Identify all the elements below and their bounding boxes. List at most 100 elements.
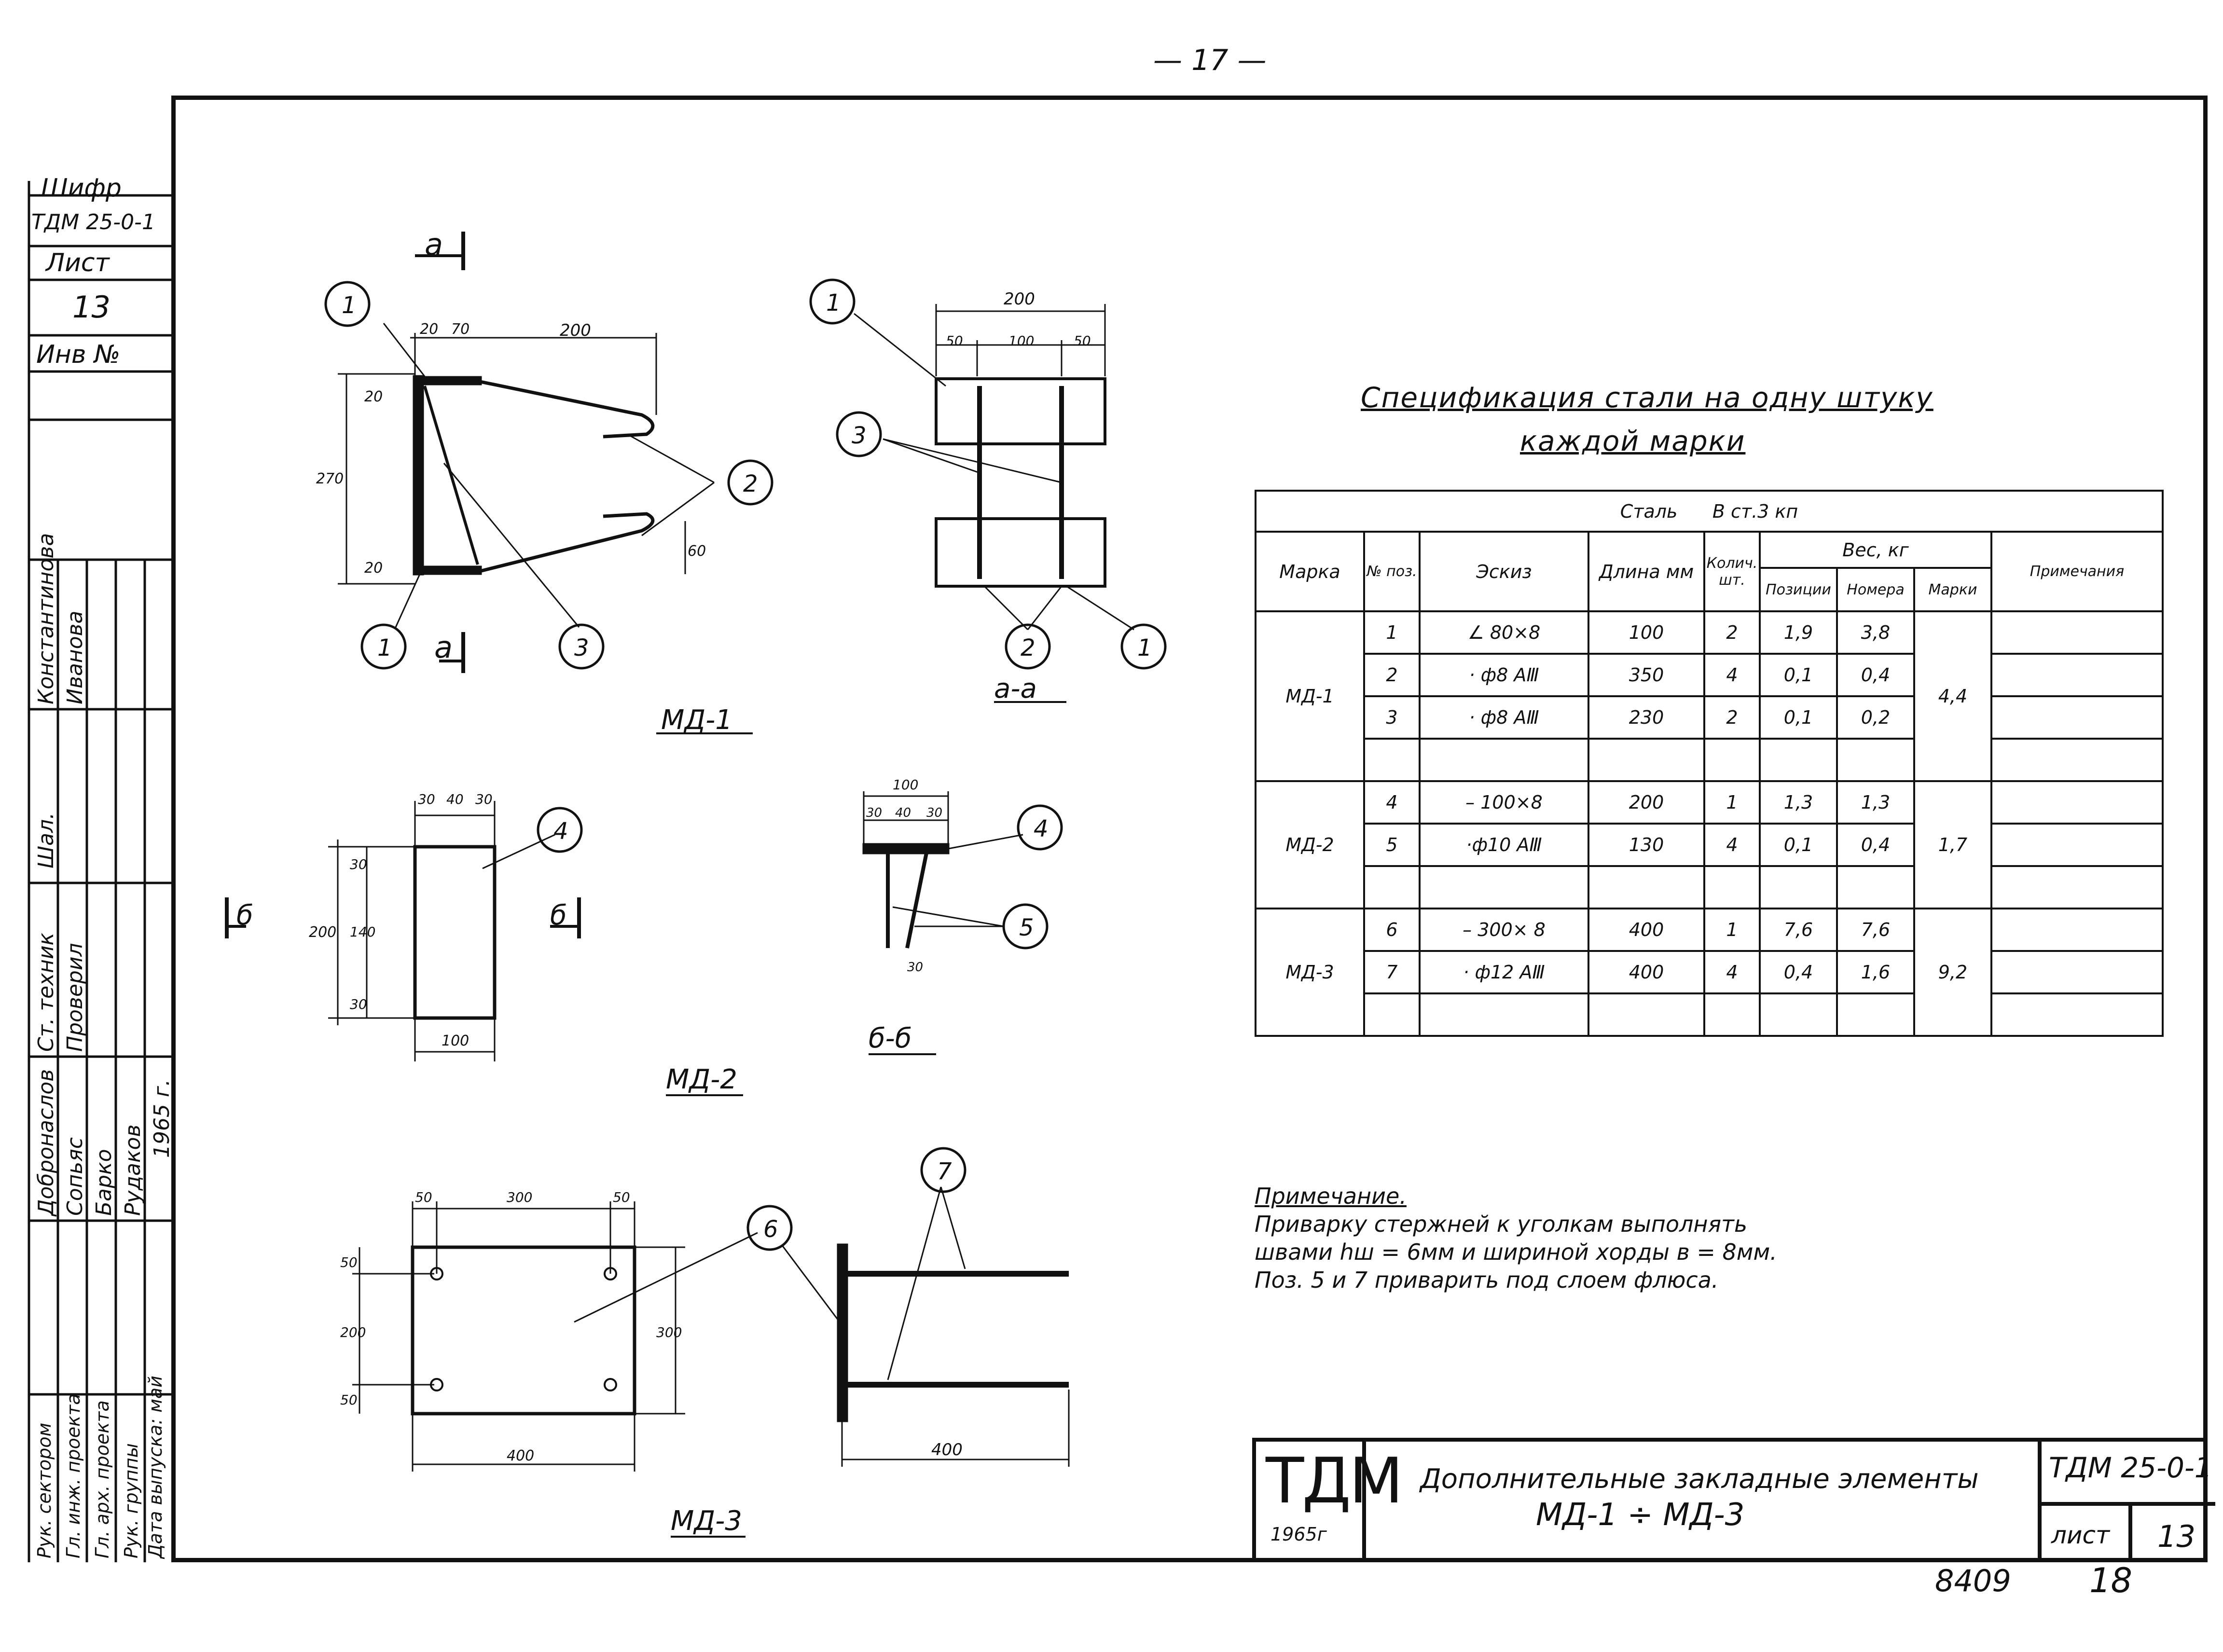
col-mark: Марка <box>1255 531 1365 612</box>
callout: 6 <box>763 1216 778 1243</box>
md1-section-dim: 200 <box>1004 289 1035 309</box>
col-pos: № поз. <box>1363 531 1421 612</box>
md1-section-mark-bottom: а <box>434 630 453 665</box>
side-name: 1965 г. <box>150 1079 174 1158</box>
inv-label: Инв № <box>36 340 121 369</box>
md3-dim: 50 <box>340 1392 358 1408</box>
side-name: Сопьяс <box>63 1137 87 1216</box>
cell-pos: 2 <box>1363 653 1421 697</box>
md1-section-dim: 100 <box>1008 333 1035 349</box>
title-block: ТДМ 1965г Дополнительные закладные элеме… <box>1252 1438 2215 1562</box>
table-row <box>1256 992 2164 1037</box>
md1-dim: 20 <box>364 560 383 577</box>
col-qty: Колич. шт. <box>1703 531 1761 612</box>
sheet-number: 13 <box>2157 1519 2195 1554</box>
table-row <box>1256 865 2164 909</box>
cell-qty <box>1703 992 1761 1037</box>
cell-w-pos: 0,1 <box>1759 823 1838 867</box>
md2-section-mark-right: б <box>550 900 567 931</box>
cell-w-pos: 1,9 <box>1759 610 1838 655</box>
cell-w-pos: 1,3 <box>1759 780 1838 825</box>
table-row: МД-3 6 – 300× 8 400 1 7,6 7,6 9,2 <box>1255 908 2164 1037</box>
table-row: 3 · ф8 АⅢ 230 2 0,1 0,2 <box>1256 695 2164 740</box>
cell-qty <box>1703 738 1761 782</box>
md2-plan-drawing <box>225 801 743 1096</box>
cell-note <box>1990 610 2164 655</box>
steel-grade: В ст.3 кп <box>1712 500 1798 522</box>
side-name: Шал. <box>34 812 58 868</box>
md3-dim: 400 <box>931 1440 963 1459</box>
side-name: Иванова <box>63 610 87 704</box>
logo-year: 1965г <box>1270 1524 1327 1545</box>
cell-pos: 4 <box>1363 780 1421 825</box>
side-name: Ст. техник <box>34 932 58 1052</box>
md3-dim: 300 <box>507 1189 533 1205</box>
cell-length: 350 <box>1588 653 1705 697</box>
table-row: 5 ·ф10 АⅢ 130 4 0,1 0,4 <box>1256 823 2164 867</box>
md2-dim: 30 <box>350 996 367 1012</box>
cell-length <box>1588 992 1705 1037</box>
cell-w-num: 7,6 <box>1836 908 1915 952</box>
cell-note <box>1990 738 2164 782</box>
md2-section-drawing <box>862 791 1023 1055</box>
cell-w-pos: 7,6 <box>1759 908 1838 952</box>
md2-section-dim: 30 <box>926 806 943 820</box>
side-name: Константинова <box>34 533 58 704</box>
cell-w-pos: 0,1 <box>1759 695 1838 740</box>
side-name: Рудаков <box>121 1124 145 1216</box>
logo: ТДМ <box>1266 1444 1403 1517</box>
cell-qty: 2 <box>1703 610 1761 655</box>
cell-w-num <box>1836 992 1915 1037</box>
table-row: 2 · ф8 АⅢ 350 4 0,1 0,4 <box>1256 653 2164 697</box>
callout: 7 <box>937 1158 952 1185</box>
drawing-title-line2: МД-1 ÷ МД-3 <box>1536 1497 1745 1533</box>
group-total: 4,4 <box>1913 610 1992 782</box>
cell-pos <box>1363 992 1421 1037</box>
md2-dim: 200 <box>309 924 337 941</box>
cell-note <box>1990 908 2164 952</box>
drawing-title-line1: Дополнительные закладные элементы <box>1420 1463 1979 1495</box>
md1-plan-drawing <box>338 232 753 734</box>
md2-dim: 40 <box>446 791 464 807</box>
cell-sketch: · ф8 АⅢ <box>1419 695 1589 740</box>
spec-header-row: Марка № поз. Эскиз Длина мм Колич. шт. В… <box>1255 531 2164 612</box>
code-box: ТДМ 25-0-1 <box>2042 1442 2215 1506</box>
cell-note <box>1990 695 2164 740</box>
md3-dim: 50 <box>613 1189 630 1205</box>
md1-dim: 270 <box>316 470 344 487</box>
callout: 5 <box>1019 914 1034 941</box>
callout: 4 <box>1034 815 1049 842</box>
note-line: Приварку стержней к уголкам выполнять <box>1255 1211 1748 1237</box>
md1-section-dim: 50 <box>946 333 963 349</box>
md1-dim: 60 <box>688 543 706 560</box>
cell-qty: 4 <box>1703 653 1761 697</box>
group-mark: МД-3 <box>1255 908 1365 1037</box>
callout: 4 <box>553 818 568 845</box>
drawing-frame <box>171 96 2208 1562</box>
table-row: МД-2 4 – 100×8 200 1 1,3 1,3 1,7 <box>1255 780 2164 909</box>
md2-section-title: б-б <box>869 1023 912 1054</box>
sheet-label: лист <box>2051 1521 2110 1549</box>
cell-sketch: · ф12 АⅢ <box>1419 950 1589 994</box>
steel-label: Сталь <box>1620 500 1678 522</box>
cell-note <box>1990 653 2164 697</box>
md1-dim: 20 <box>364 388 383 405</box>
cell-length: 230 <box>1588 695 1705 740</box>
cell-length: 130 <box>1588 823 1705 867</box>
cell-sketch: ∠ 80×8 <box>1419 610 1589 655</box>
callout: 2 <box>1021 634 1036 661</box>
spec-steel-row: Сталь В ст.3 кп <box>1255 490 2164 533</box>
cell-length: 400 <box>1588 950 1705 994</box>
cell-qty: 1 <box>1703 908 1761 952</box>
cell-pos: 7 <box>1363 950 1421 994</box>
sheet-label: Лист <box>46 248 110 277</box>
md3-dim: 50 <box>415 1189 432 1205</box>
cell-w-pos <box>1759 738 1838 782</box>
group-mark: МД-1 <box>1255 610 1365 782</box>
md1-dim: 20 <box>420 321 439 338</box>
sheet-label-box: лист <box>2042 1502 2132 1562</box>
cell-qty: 4 <box>1703 950 1761 994</box>
cell-length <box>1588 738 1705 782</box>
cell-sketch <box>1419 865 1589 909</box>
